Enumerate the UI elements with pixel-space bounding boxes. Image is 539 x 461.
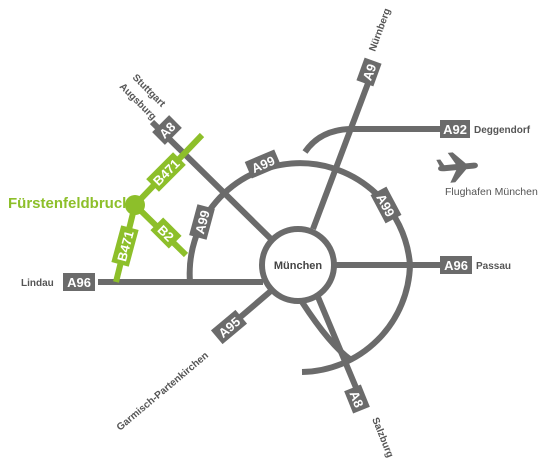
a8-southeast-road: [315, 295, 360, 392]
fuerstenfeldbruck-marker: [125, 195, 145, 215]
a8-loop-road: [299, 300, 353, 363]
a9-road: [310, 68, 376, 231]
city-center-label: München: [274, 260, 323, 272]
b471-lower-shield: B471: [111, 225, 139, 267]
a8-northwest-road: [149, 119, 274, 242]
salzburg-label: Salzburg: [369, 416, 395, 459]
a96-east-shield: A96: [440, 256, 472, 274]
a9-shield: A9: [356, 57, 382, 87]
passau-label: Passau: [476, 261, 511, 272]
a92-label: A92: [443, 122, 467, 137]
airplane-icon: [436, 152, 478, 183]
deggendorf-label: Deggendorf: [474, 125, 531, 136]
b2-shield: B2: [150, 217, 182, 249]
a8-southeast-shield: A8: [344, 384, 370, 414]
a96-east-label: A96: [444, 258, 468, 273]
a96-west-label: A96: [67, 275, 91, 290]
a9-label: A9: [360, 62, 380, 83]
airport-label: Flughafen München: [445, 186, 538, 198]
a99-left-shield: A99: [189, 204, 215, 240]
a99-top-shield: A99: [244, 149, 282, 179]
road-network: [98, 68, 442, 392]
a96-west-shield: A96: [63, 273, 95, 291]
garmisch-label: Garmisch-Partenkirchen: [115, 350, 211, 433]
home-town-label: Fürstenfeldbruck: [8, 195, 131, 212]
a92-shield: A92: [440, 120, 470, 138]
a99-left-label: A99: [192, 209, 213, 236]
a8-southeast-label: A8: [346, 389, 366, 410]
lindau-label: Lindau: [21, 278, 54, 289]
a92-road: [302, 126, 440, 154]
a8-northwest-shield: A8: [152, 115, 182, 145]
nuernberg-label: Nürnberg: [367, 7, 393, 53]
